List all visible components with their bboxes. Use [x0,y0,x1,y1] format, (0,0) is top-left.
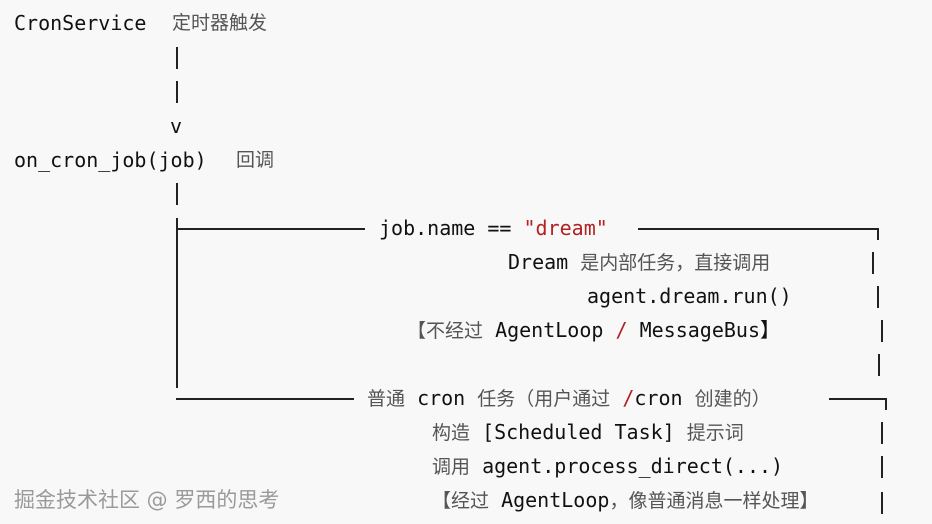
dream-note: 是内部任务，直接调用 [580,252,771,274]
box-right-line [881,492,883,514]
t: 构造 [432,422,471,444]
t: 提示词 [686,422,744,444]
separator: / [615,318,628,342]
dream-call: agent.dream.run() [587,284,792,308]
t: 任务（用户通过 [477,388,611,410]
t: 调用 [432,456,471,478]
box-right-line [881,456,883,478]
arrow-down-icon: v [170,114,183,138]
condition-expr: job.name == [379,216,524,240]
via-line: 【经过 AgentLoop，像普通消息一样处理】 [432,488,818,513]
t: 【经过 [432,490,490,512]
cron-service-note: 定时器触发 [172,12,268,34]
cron-service-label: CronService [14,11,147,35]
call-line: 调用 agent.process_direct(...) [432,454,783,479]
branch-trunk-line [176,218,178,388]
connector-line [176,81,178,103]
box-right-line [877,286,879,308]
branch1-line-right [638,228,879,230]
connector-line [176,47,178,69]
box-right-line [881,320,883,342]
messagebus-label: MessageBus】 [639,318,780,342]
watermark: 掘金技术社区 @ 罗西的思考 [14,488,280,512]
t: 普通 [367,388,406,410]
callback-note: 回调 [236,149,275,171]
box-right-line [878,354,880,376]
agentloop-label: AgentLoop [495,318,604,342]
t: ，像普通消息一样处理】 [609,490,819,512]
dream-line: Dream 是内部任务，直接调用 [508,250,770,275]
callback-label: on_cron_job(job) [14,148,207,172]
connector-line [176,183,178,205]
note-prefix: 【不经过 [407,320,484,342]
scheduled-task-label: [Scheduled Task] [482,420,675,444]
t: 创建的） [694,388,771,410]
dream-label: Dream [508,250,569,274]
branch1-corner [877,228,879,240]
box-right-line [872,252,874,274]
branch2-condition: 普通 cron 任务（用户通过 /cron 创建的） [367,386,771,411]
branch2-line-right [829,398,887,400]
branch2-line-left [176,398,354,400]
box-right-line [881,422,883,444]
cron-command: cron [634,386,683,410]
branch1-condition: job.name == "dream" [379,216,608,240]
build-line: 构造 [Scheduled Task] 提示词 [432,420,744,445]
branch1-line-left [176,228,365,230]
condition-value: "dream" [523,216,608,240]
branch2-corner [885,398,887,410]
cron-label: cron [417,386,466,410]
dream-note-line: 【不经过 AgentLoop / MessageBus】 [407,318,780,343]
agentloop-label: AgentLoop [501,488,610,512]
slash: / [622,386,635,410]
process-direct-call: agent.process_direct(...) [482,454,784,478]
